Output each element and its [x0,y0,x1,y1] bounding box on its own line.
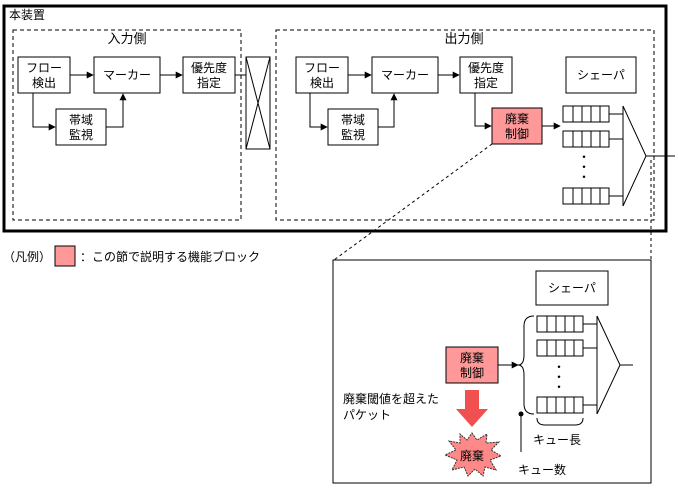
main-scheduler [609,105,675,207]
detail-discard-block: 廃棄 制御 [445,346,499,384]
output-marker-block: マーカー [371,56,439,94]
device-frame [2,4,668,233]
main-queue-dot-3: ・ [578,170,590,184]
queue [536,315,584,333]
output-side-title: 出力側 [444,32,483,47]
output-priority-label-2: 指定 [474,75,498,90]
main-queues [562,105,610,205]
input-marker-label: マーカー [103,68,151,82]
input-side-title: 入力側 [107,32,146,47]
input-bandwidth-label-2: 監視 [69,127,93,142]
discard-burst: 廃棄 [443,432,503,477]
queue [536,339,584,357]
detail-brace [498,315,535,415]
queue-count-indicator [518,411,524,452]
output-discard-block: 廃棄 制御 [491,107,543,145]
discard-down-arrow [456,390,488,427]
input-priority-block: 優先度 指定 [182,56,236,94]
output-shaper-label: シェーパ [577,68,625,82]
output-flow-detect-label-2: 検出 [310,76,334,90]
input-marker-block: マーカー [93,56,161,94]
queue-length-bracket [536,417,584,426]
zoom-connectors [333,143,652,261]
input-flow-detect-label-1: フロー [26,61,62,75]
switch-block [245,56,271,150]
detail-discard-label-1: 廃棄 [460,350,484,365]
output-side-region [275,29,655,221]
queue [536,396,584,414]
output-bandwidth-label-2: 監視 [341,127,365,142]
input-side-region [12,29,242,221]
detail-discard-label-2: 制御 [460,365,484,380]
detail-queues [536,315,584,414]
output-marker-label: マーカー [381,68,429,82]
detail-queue-dot-1: ・ [553,360,565,374]
detail-queue-dot-3: ・ [553,380,565,394]
input-priority-label-1: 優先度 [191,60,227,75]
detail-shaper-label: シェーパ [548,281,596,295]
output-shaper-block: シェーパ [565,56,637,94]
output-arrows [309,71,561,131]
main-queue-dot-2: ・ [578,160,590,174]
output-bandwidth-label-1: 帯域 [341,113,365,127]
queue [562,105,610,123]
output-priority-block: 優先度 指定 [459,56,513,94]
device-title: 本装置 [9,8,45,22]
detail-scheduler [583,315,633,415]
output-flow-detect-label-1: フロー [304,61,340,75]
queue-length-label: キュー長 [533,433,581,447]
input-flow-detect-block: フロー 検出 [17,56,71,94]
input-bandwidth-block: 帯域 監視 [55,108,107,146]
output-priority-label-1: 優先度 [468,60,504,75]
input-priority-label-2: 指定 [197,75,221,90]
discard-note-line-1: 廃棄閾値を超えた [343,391,439,406]
output-discard-label-1: 廃棄 [505,111,529,126]
main-queue-dot-1: ・ [578,150,590,164]
legend-swatch [54,245,76,267]
discard-burst-label: 廃棄 [460,448,484,463]
detail-shaper-block: シェーパ [535,270,609,306]
output-discard-label-2: 制御 [505,126,529,141]
discard-note-line-2: パケット [343,408,391,422]
detail-queue-dot-2: ・ [553,370,565,384]
legend-open: （凡例） [3,250,51,264]
output-flow-detect-block: フロー 検出 [295,56,349,94]
queue [562,187,610,205]
input-bandwidth-label-1: 帯域 [69,113,93,127]
legend-text: ：この節で説明する機能ブロック [80,249,260,264]
output-bandwidth-block: 帯域 監視 [327,108,379,146]
queue [562,130,610,148]
queue-count-label: キュー数 [518,462,566,477]
input-flow-detect-label-2: 検出 [32,76,56,90]
